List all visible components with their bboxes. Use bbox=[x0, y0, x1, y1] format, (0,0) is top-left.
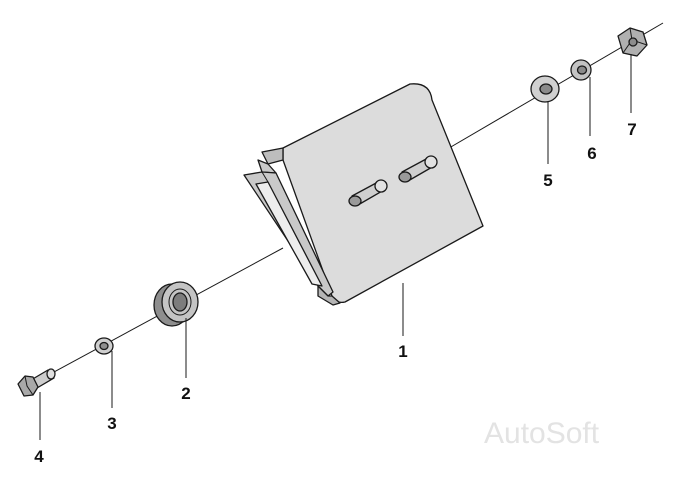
watermark: AutoSoft bbox=[484, 417, 600, 450]
callout-6: 6 bbox=[587, 144, 596, 163]
bolt-part-4 bbox=[17, 368, 56, 397]
bracket-part-1 bbox=[243, 83, 484, 306]
washer-part-6 bbox=[570, 59, 592, 81]
callout-2: 2 bbox=[181, 384, 190, 403]
spacer-part-2 bbox=[153, 281, 199, 327]
callout-1: 1 bbox=[398, 342, 407, 361]
washer-part-3 bbox=[94, 337, 114, 355]
washer-part-5 bbox=[530, 75, 560, 103]
callout-3: 3 bbox=[107, 414, 116, 433]
stud-right bbox=[398, 155, 438, 183]
stud-left bbox=[348, 179, 388, 207]
callout-4: 4 bbox=[34, 447, 44, 466]
callout-labels: 1 2 3 4 5 6 7 bbox=[34, 120, 636, 466]
leader-lines bbox=[39, 54, 632, 440]
callout-5: 5 bbox=[543, 171, 552, 190]
nut-part-7 bbox=[617, 27, 648, 57]
callout-7: 7 bbox=[627, 120, 636, 139]
